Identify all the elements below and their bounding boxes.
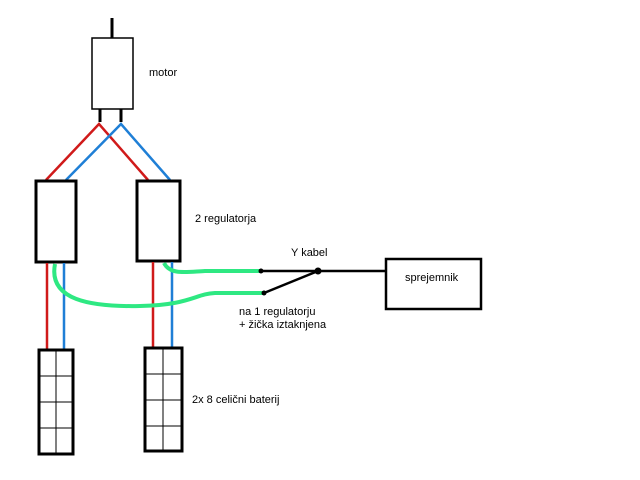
label-receiver: sprejemnik: [405, 272, 459, 284]
receiver-box: [384, 257, 483, 311]
signal-wire-left-regulator: [52, 263, 264, 309]
label-note-line1: na 1 regulatorju: [239, 306, 316, 318]
battery-left: [37, 348, 75, 456]
wire-negative-motor-to-regulators: [65, 122, 171, 181]
battery-right: [143, 346, 184, 453]
regulator-right: [135, 179, 182, 263]
label-note-line2: + žička iztaknjena: [239, 319, 327, 331]
signal-wire-right-regulator: [162, 261, 261, 275]
label-y-cable: Y kabel: [291, 247, 328, 259]
y-junction-dot: [314, 267, 322, 275]
connector-dot: [258, 268, 264, 274]
connector-dot: [261, 290, 267, 296]
motor-body: [91, 37, 134, 110]
regulator-left: [34, 179, 78, 264]
label-regulators: 2 regulatorja: [195, 213, 257, 225]
label-motor: motor: [149, 67, 178, 79]
y-cable-branch: [263, 269, 319, 295]
label-batteries: 2x 8 celični baterij: [192, 394, 280, 406]
wire-positive-motor-to-regulators: [45, 122, 149, 181]
